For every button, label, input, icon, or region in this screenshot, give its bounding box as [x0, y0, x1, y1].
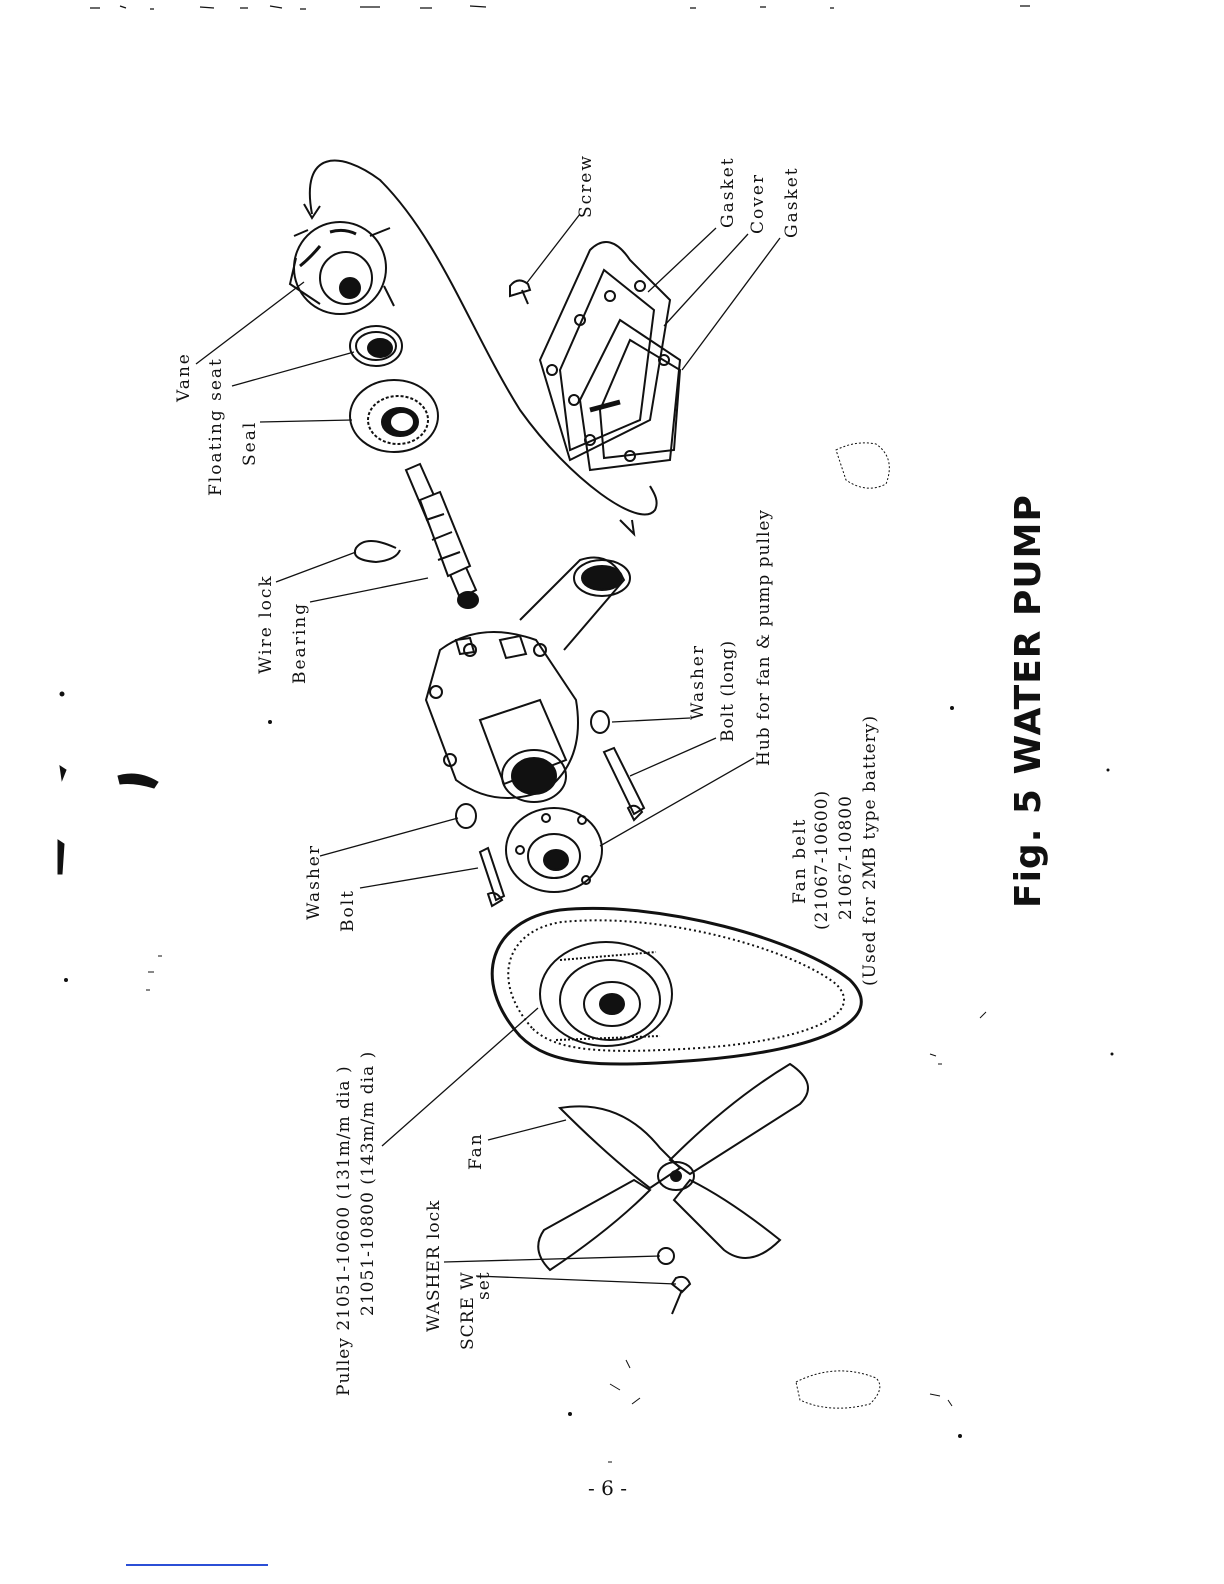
label-fan-belt-part-1: (21067-10600)	[812, 790, 832, 930]
set-screw-part	[672, 1277, 690, 1314]
cover-gasket-assembly	[540, 242, 680, 470]
washer-part-1	[591, 711, 609, 733]
hub-part	[506, 808, 602, 892]
fan-belt-part	[492, 908, 861, 1064]
label-bearing: Bearing	[290, 602, 310, 684]
cover-screw-part	[510, 280, 530, 304]
label-wire-lock: Wire lock	[256, 574, 276, 674]
wire-lock-part	[355, 541, 400, 562]
label-floating-seat: Floating seat	[206, 357, 226, 496]
pulley-part	[540, 942, 672, 1046]
label-screw: Screw	[576, 154, 596, 218]
floating-seat-part	[350, 326, 402, 366]
label-fan-belt-note: (Used for 2MB type battery)	[860, 715, 880, 986]
flow-arrow-tail-head	[620, 520, 634, 534]
bolt-long-part	[604, 748, 644, 820]
flow-arrow-curve	[310, 161, 657, 515]
footer-rule	[126, 1564, 268, 1566]
label-washer-2: Washer	[304, 844, 324, 920]
label-fan-belt: Fan belt	[790, 818, 810, 904]
label-fan: Fan	[466, 1132, 486, 1170]
label-bolt-long: Bolt (long)	[718, 640, 738, 742]
fan-part	[538, 1064, 808, 1270]
label-pulley-2: 21051-10800 (143m/m dia )	[358, 1051, 378, 1316]
label-washer-1: Washer	[688, 644, 708, 720]
label-pulley-1: Pulley 21051-10600 (131m/m dia )	[334, 1065, 354, 1396]
vane-part	[290, 222, 394, 314]
washer-part-2	[456, 804, 476, 828]
label-washer-lock: WASHER lock	[424, 1200, 444, 1332]
pump-body-part	[426, 558, 630, 803]
scan-speckles	[58, 443, 1113, 1462]
scan-noise-top	[90, 6, 1030, 9]
label-set: set	[474, 1271, 494, 1300]
page-number: - 6 -	[588, 1476, 627, 1500]
label-hub: Hub for fan & pump pulley	[754, 509, 774, 766]
leader-lines	[196, 214, 780, 1284]
figure-caption: Fig. 5 WATER PUMP	[1008, 494, 1049, 908]
seal-part	[350, 380, 438, 452]
label-gasket-1: Gasket	[718, 156, 738, 228]
label-seal: Seal	[240, 421, 260, 466]
bolt-part	[480, 848, 504, 906]
label-fan-belt-part-2: 21067-10800	[836, 795, 856, 920]
label-gasket-2: Gasket	[782, 166, 802, 238]
lock-washer-part	[658, 1248, 674, 1264]
shaft-bearing-part	[406, 464, 478, 608]
label-bolt: Bolt	[338, 889, 358, 932]
label-cover: Cover	[748, 173, 768, 234]
label-vane: Vane	[174, 352, 194, 402]
